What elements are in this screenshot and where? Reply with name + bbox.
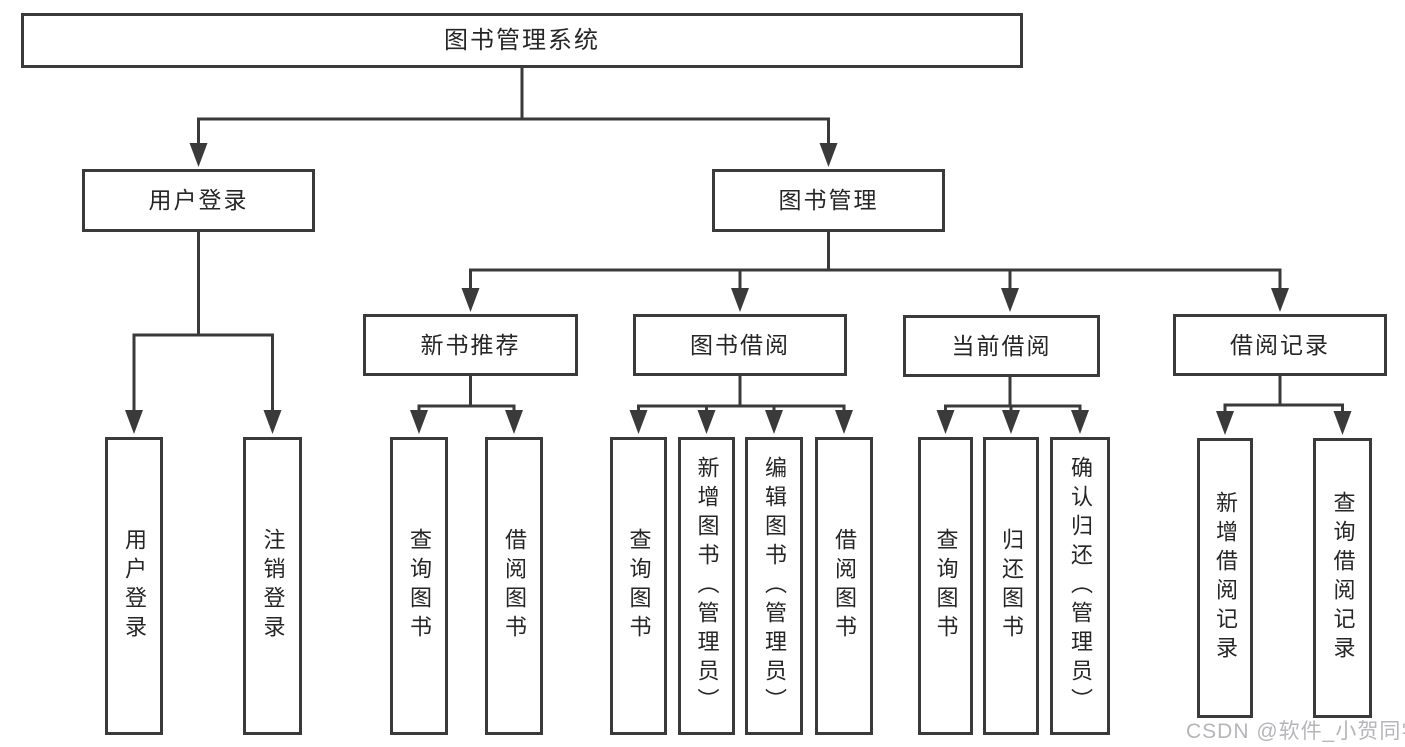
leaf-logout-label: 注销登录 bbox=[260, 528, 286, 644]
leaf-confirm-return-admin: 确认归还（管理员） bbox=[1050, 437, 1110, 735]
leaf-borrow-book-label: 借阅图书 bbox=[832, 528, 857, 644]
csdn-watermark: CSDN @软件_小贺同学 bbox=[1186, 720, 1405, 743]
connector-user-login-children bbox=[132, 230, 274, 418]
leaf-rec-borrow-book-label: 借阅图书 bbox=[502, 528, 527, 644]
node-user-login-label: 用户登录 bbox=[148, 187, 249, 213]
leaf-edit-book-admin: 编辑图书（管理员） bbox=[745, 437, 803, 735]
leaf-add-book-admin: 新增图书（管理员） bbox=[678, 437, 735, 735]
node-library-system-label: 图书管理系统 bbox=[444, 26, 600, 54]
connector-borrow-record-children bbox=[1223, 374, 1344, 419]
connector-new-book-children bbox=[417, 374, 516, 418]
node-current-borrow: 当前借阅 bbox=[903, 315, 1100, 377]
node-new-book-recommend-label: 新书推荐 bbox=[420, 331, 521, 358]
leaf-confirm-return-admin-label: 确认归还（管理员） bbox=[1068, 455, 1093, 717]
leaf-logout: 注销登录 bbox=[243, 437, 302, 735]
leaf-current-query-book-label: 查询图书 bbox=[933, 528, 959, 644]
leaf-add-borrow-record: 新增借阅记录 bbox=[1197, 438, 1253, 718]
leaf-add-book-admin-label: 新增图书（管理员） bbox=[694, 455, 720, 717]
node-book-management-label: 图书管理 bbox=[778, 187, 879, 213]
arrowheads bbox=[125, 143, 1352, 435]
leaf-current-query-book: 查询图书 bbox=[918, 437, 973, 735]
leaf-add-borrow-record-label: 新增借阅记录 bbox=[1213, 491, 1238, 665]
node-book-borrow-label: 图书借阅 bbox=[690, 331, 790, 358]
leaf-rec-borrow-book: 借阅图书 bbox=[485, 437, 543, 735]
leaf-rec-query-book: 查询图书 bbox=[390, 437, 448, 735]
connector-book-mgmt-children bbox=[469, 230, 1282, 297]
connector-book-borrow-children bbox=[637, 374, 846, 418]
node-user-login: 用户登录 bbox=[82, 169, 315, 232]
leaf-rec-query-book-label: 查询图书 bbox=[407, 528, 432, 644]
leaf-query-borrow-record-label: 查询借阅记录 bbox=[1330, 491, 1356, 665]
connector-root-to-level2 bbox=[197, 66, 830, 152]
leaf-user-login: 用户登录 bbox=[105, 437, 163, 735]
node-current-borrow-label: 当前借阅 bbox=[951, 332, 1052, 359]
leaf-borrow-query-book-label: 查询图书 bbox=[626, 528, 652, 644]
leaf-edit-book-admin-label: 编辑图书（管理员） bbox=[762, 455, 787, 717]
node-book-borrow: 图书借阅 bbox=[633, 314, 847, 376]
leaf-borrow-book: 借阅图书 bbox=[815, 437, 873, 735]
leaf-user-login-label: 用户登录 bbox=[122, 528, 147, 644]
node-library-system: 图书管理系统 bbox=[21, 13, 1023, 68]
node-book-management: 图书管理 bbox=[712, 169, 945, 232]
leaf-borrow-query-book: 查询图书 bbox=[610, 437, 667, 735]
leaf-query-borrow-record: 查询借阅记录 bbox=[1313, 438, 1372, 718]
node-new-book-recommend: 新书推荐 bbox=[363, 314, 578, 376]
leaf-return-book-label: 归还图书 bbox=[999, 528, 1024, 644]
node-borrow-record-label: 借阅记录 bbox=[1230, 331, 1330, 358]
node-borrow-record: 借阅记录 bbox=[1173, 314, 1387, 376]
leaf-return-book: 归还图书 bbox=[983, 437, 1039, 735]
